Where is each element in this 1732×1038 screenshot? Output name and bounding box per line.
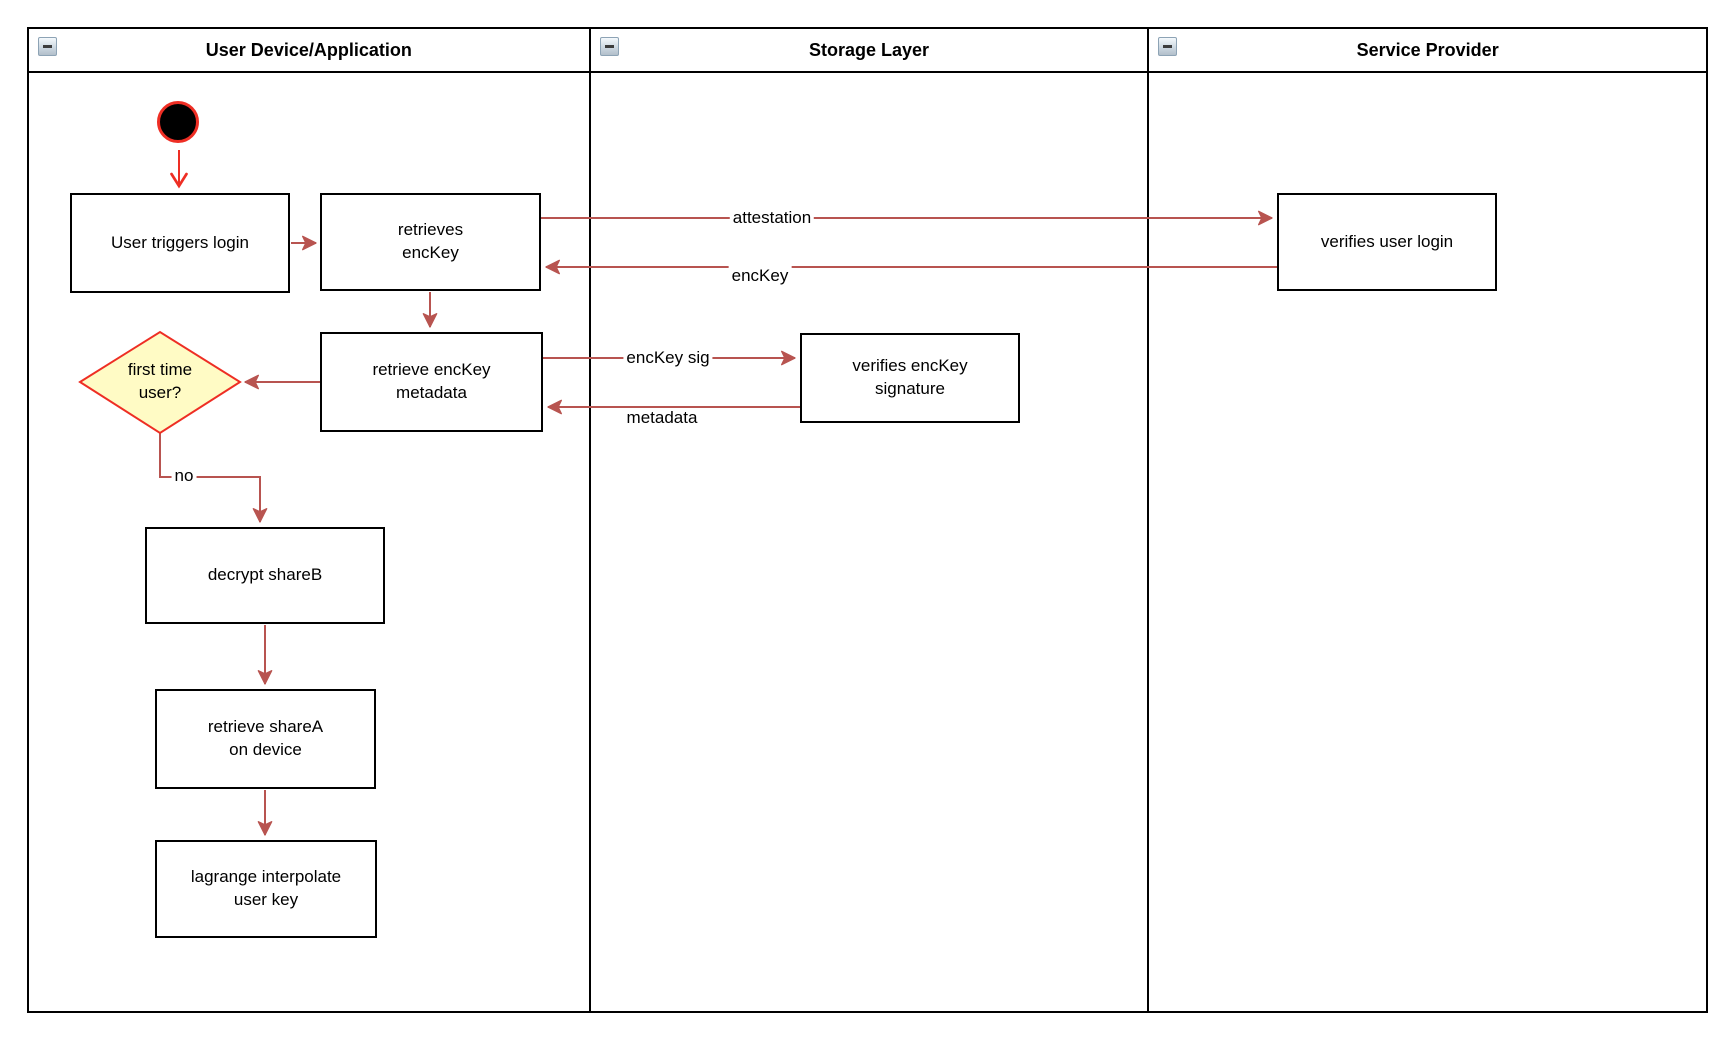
node-verifies-user-login[interactable]: verifies user login: [1277, 193, 1497, 291]
start-node[interactable]: [157, 101, 199, 143]
lane-header-storage-layer: Storage Layer: [590, 29, 1148, 73]
edge-label-attestation: attestation: [729, 208, 815, 228]
node-decrypt-shareb[interactable]: decrypt shareB: [145, 527, 385, 624]
node-retrieve-enckey-metadata[interactable]: retrieve encKey metadata: [320, 332, 543, 432]
lane-title: User Device/Application: [205, 39, 412, 60]
edge-label-enckey-sig: encKey sig: [623, 348, 713, 368]
lane-header-service-provider: Service Provider: [1149, 29, 1706, 73]
edge-label-metadata: metadata: [623, 408, 701, 428]
lane-service-provider: Service Provider: [1147, 29, 1706, 1011]
node-user-triggers-login[interactable]: User triggers login: [70, 193, 290, 293]
collapse-lane-icon[interactable]: [38, 37, 57, 56]
node-lagrange-interpolate[interactable]: lagrange interpolate user key: [155, 840, 377, 938]
minus-icon: [43, 45, 52, 48]
minus-icon: [604, 45, 614, 48]
swimlane-pool: User Device/Application Storage Layer Se…: [27, 27, 1708, 1013]
minus-icon: [1163, 45, 1173, 48]
decision-label: first time user?: [127, 360, 193, 402]
edge-label-no: no: [171, 466, 197, 486]
node-verifies-enckey-signature[interactable]: verifies encKey signature: [800, 333, 1020, 423]
lane-storage-layer: Storage Layer: [588, 29, 1148, 1011]
edge-label-enckey: encKey: [728, 266, 792, 286]
node-retrieve-sharea[interactable]: retrieve shareA on device: [155, 689, 376, 789]
collapse-lane-icon[interactable]: [1158, 37, 1178, 56]
node-retrieves-enckey[interactable]: retrieves encKey: [320, 193, 541, 291]
lane-title: Service Provider: [1356, 39, 1499, 60]
lane-title: Storage Layer: [808, 39, 930, 60]
collapse-lane-icon[interactable]: [599, 37, 619, 56]
lane-header-user-device: User Device/Application: [29, 29, 589, 73]
lane-user-device: User Device/Application: [29, 29, 589, 1011]
